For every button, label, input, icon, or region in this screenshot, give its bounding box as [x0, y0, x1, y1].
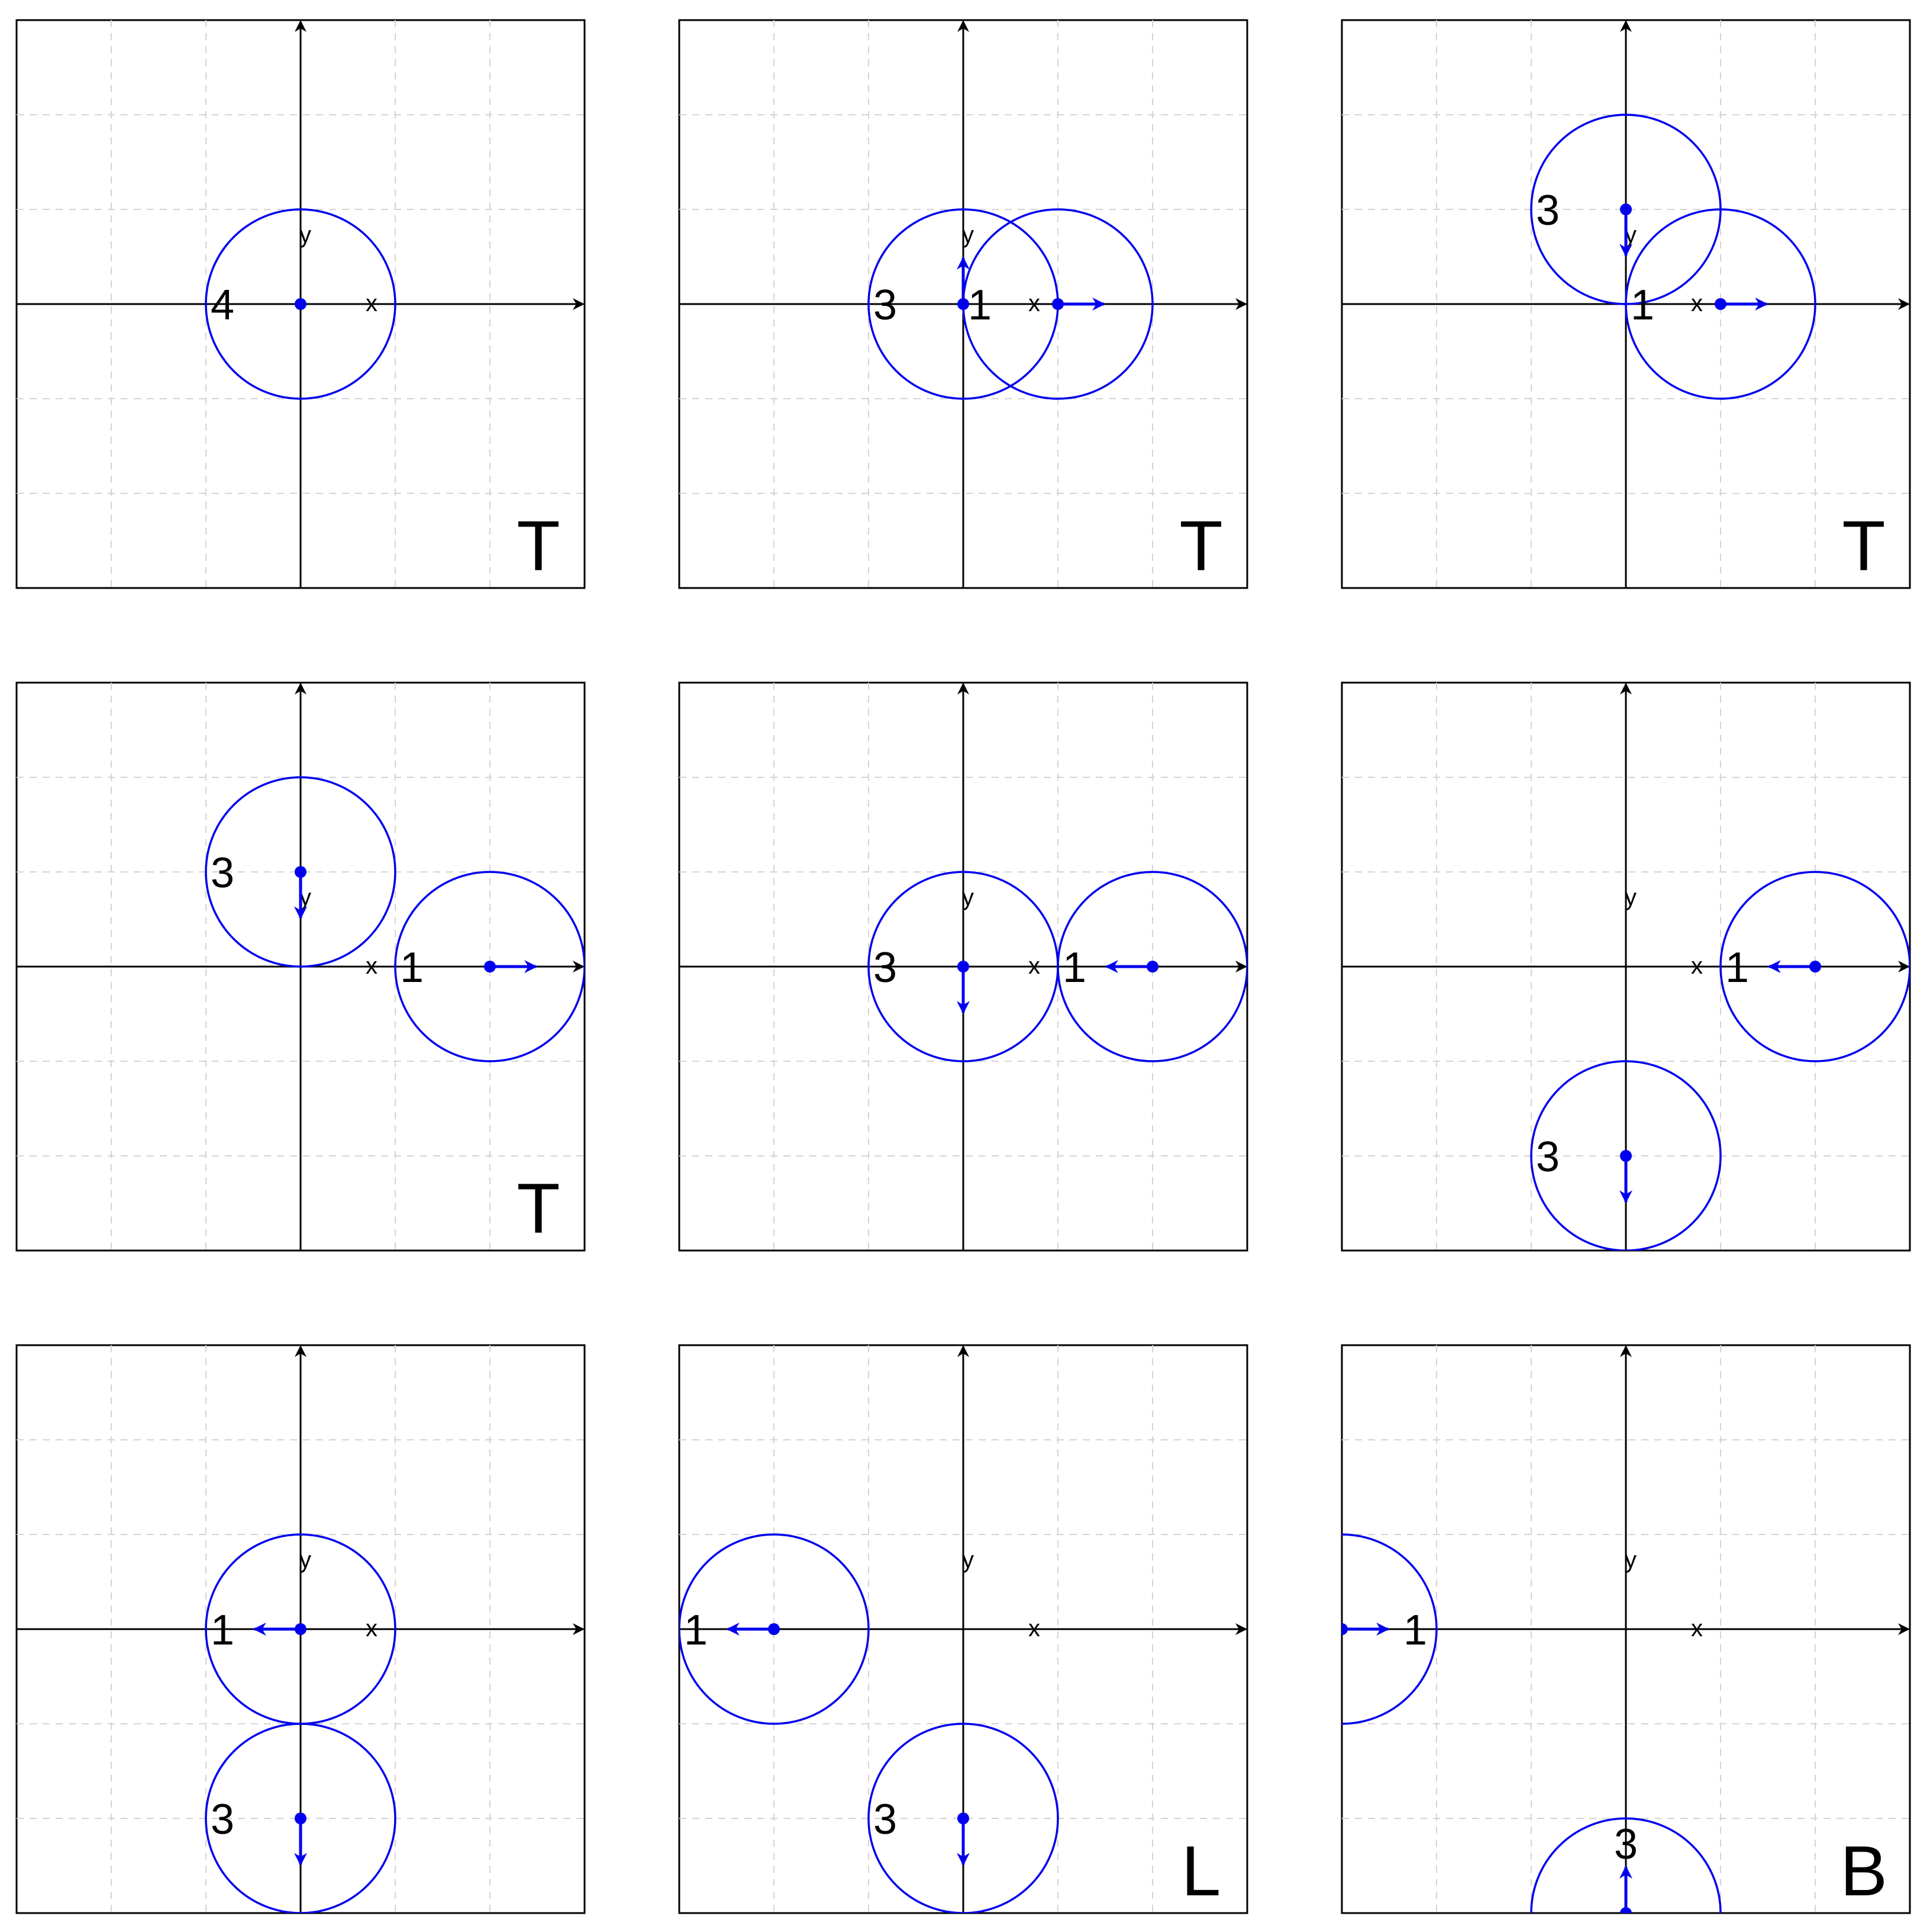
object-count-label: 3	[211, 849, 234, 897]
object: 3	[1530, 1060, 1722, 1251]
object-count-label: 1	[968, 282, 992, 329]
corner-letter: T	[517, 1169, 560, 1248]
x-axis-label: x	[1691, 953, 1703, 979]
corner-letter: L	[1182, 1831, 1221, 1911]
object-circle	[205, 208, 396, 400]
object-circle	[1530, 1817, 1722, 1913]
grid	[17, 20, 585, 588]
objects: 31	[1342, 1533, 1722, 1913]
object-circle	[1342, 1533, 1438, 1725]
object-count-label: 1	[400, 944, 424, 991]
y-axis-label: y	[299, 884, 311, 910]
object-circle	[867, 1723, 1059, 1913]
object: 1	[679, 1533, 870, 1725]
object-count-label: 1	[684, 1607, 708, 1654]
object: 1	[1342, 1533, 1438, 1725]
x-axis-label: x	[1028, 953, 1040, 979]
object: 1	[1625, 208, 1816, 400]
object-circle	[394, 871, 585, 1062]
object-center-dot	[295, 298, 306, 310]
object-count-label: 3	[211, 1796, 234, 1843]
corner-letter: B	[1840, 1831, 1887, 1911]
object-count-label: 1	[1403, 1607, 1427, 1654]
object-count-label: 3	[873, 944, 897, 991]
object-count-label: 4	[211, 282, 234, 329]
object: 3	[205, 776, 396, 968]
object-count-label: 3	[1614, 1821, 1638, 1868]
objects: 31	[1530, 114, 1816, 400]
object-count-label: 1	[1063, 944, 1086, 991]
object-circle	[205, 1533, 396, 1725]
grid	[1342, 1345, 1910, 1913]
object-count-label: 3	[873, 1796, 897, 1843]
y-axis-label: y	[1625, 1547, 1637, 1573]
y-axis-label: y	[1625, 222, 1637, 248]
object-circle	[205, 776, 396, 968]
object: 3	[867, 1723, 1059, 1913]
objects: 31	[679, 1533, 1059, 1913]
object-circle	[1719, 871, 1910, 1062]
object-count-label: 1	[211, 1607, 234, 1654]
object-circle	[1057, 871, 1247, 1062]
x-axis-label: x	[1691, 290, 1703, 316]
object-count-label: 3	[1536, 1133, 1560, 1181]
object-count-label: 1	[1631, 282, 1654, 329]
object-circle	[1625, 208, 1816, 400]
object: 1	[205, 1533, 396, 1725]
object-circle	[679, 1533, 870, 1725]
object: 1	[962, 208, 1154, 400]
grid	[1342, 20, 1910, 588]
corner-letter: T	[1179, 506, 1222, 586]
y-axis-label: y	[1625, 884, 1637, 910]
x-axis-label: x	[366, 1616, 377, 1642]
x-axis-label: x	[1028, 290, 1040, 316]
x-axis-label: x	[366, 290, 377, 316]
x-axis-label: x	[1028, 1616, 1040, 1642]
y-axis-label: y	[962, 1547, 974, 1573]
object: 4	[205, 208, 396, 400]
object-count-label: 3	[873, 282, 897, 329]
objects: 31	[205, 1533, 396, 1913]
objects: 31	[205, 776, 585, 1062]
grid	[679, 20, 1247, 588]
y-axis-label: y	[962, 222, 974, 248]
x-axis-label: x	[1691, 1616, 1703, 1642]
objects: 4	[205, 208, 396, 400]
panel-1: x y 4T	[15, 19, 586, 589]
object-circle	[1530, 1060, 1722, 1251]
corner-letter: T	[1842, 506, 1885, 586]
objects: 31	[1530, 871, 1910, 1251]
x-axis-label: x	[366, 953, 377, 979]
object: 3	[1530, 1817, 1722, 1913]
grid	[17, 683, 585, 1251]
corner-letter: T	[517, 506, 560, 586]
object-count-label: 1	[1725, 944, 1749, 991]
object-circle	[962, 208, 1154, 400]
y-axis-label: y	[299, 1547, 311, 1573]
y-axis-label: y	[299, 222, 311, 248]
y-axis-label: y	[962, 884, 974, 910]
object: 1	[1057, 871, 1247, 1062]
object-count-label: 3	[1536, 187, 1560, 234]
object: 1	[394, 871, 585, 1062]
object: 1	[1719, 871, 1910, 1062]
object: 3	[867, 871, 1059, 1062]
